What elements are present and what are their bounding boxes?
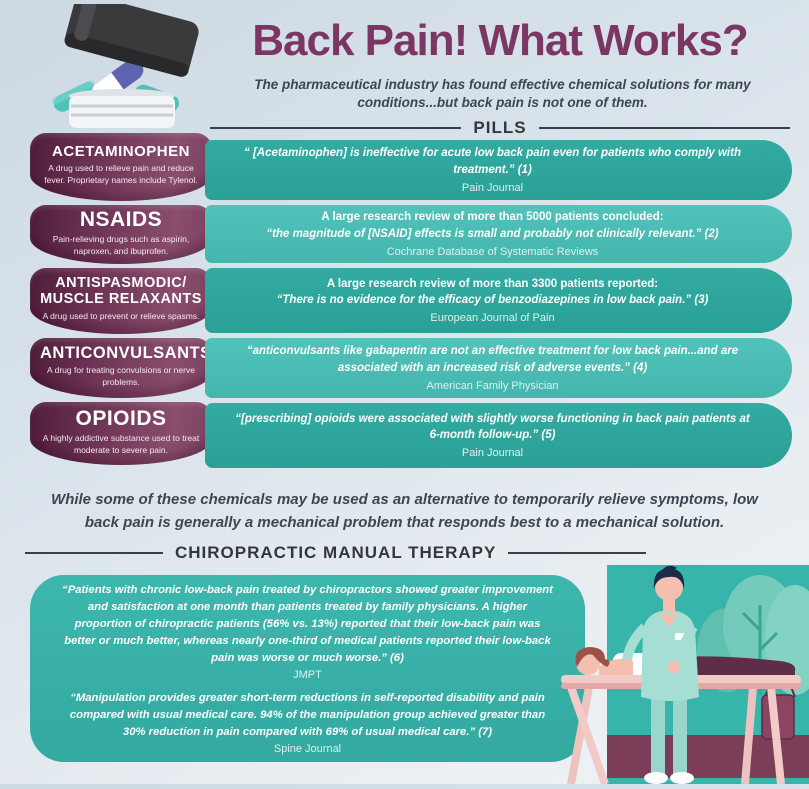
drug-name: ANTISPASMODIC/ MUSCLE RELAXANTS — [40, 275, 202, 308]
drug-name: NSAIDS — [79, 208, 163, 232]
pills-section-header: PILLS — [210, 118, 791, 138]
drug-name: ANTICONVULSANTS — [40, 344, 212, 363]
pills-section-title: PILLS — [473, 118, 527, 137]
quote-intro: A large research review of more than 330… — [326, 277, 659, 290]
drug-description: A drug used to prevent or relieve spasms… — [42, 311, 200, 321]
drug-name: ACETAMINOPHEN — [52, 142, 190, 160]
quote-text: “ [Acetaminophen] is ineffective for acu… — [244, 147, 741, 176]
bottle-segment-antispasmodic: ANTISPASMODIC/ MUSCLE RELAXANTS A drug u… — [30, 268, 212, 334]
drug-description: A drug for treating convulsions or nerve… — [47, 365, 195, 388]
page-subtitle: The pharmaceutical industry has found ef… — [254, 77, 751, 111]
divider-line — [538, 127, 791, 129]
chiro-quote-jmpt: “Patients with chronic low-back pain tre… — [60, 582, 555, 681]
quote-box-opioids: “[prescribing] opioids were associated w… — [205, 403, 792, 468]
pill-bottle: ACETAMINOPHEN A drug used to relieve pai… — [30, 133, 212, 465]
quote-source: Pain Journal — [461, 447, 524, 460]
chiropractor-treating-patient-icon — [561, 565, 809, 786]
chiropractic-section-title: CHIROPRACTIC MANUAL THERAPY — [175, 543, 497, 562]
quote-text: “Manipulation provides greater short-ter… — [69, 691, 546, 738]
quote-text: “Patients with chronic low-back pain tre… — [62, 584, 553, 664]
bottle-segment-anticonvulsants: ANTICONVULSANTS A drug for treating conv… — [30, 338, 212, 398]
quote-box-muscle-relaxants: A large research review of more than 330… — [205, 268, 792, 333]
quote-source: JMPT — [293, 668, 322, 681]
bottle-segment-acetaminophen: ACETAMINOPHEN A drug used to relieve pai… — [30, 133, 212, 201]
divider-line — [25, 552, 163, 554]
quote-source: Spine Journal — [273, 742, 342, 755]
drug-description: Pain-relieving drugs such as aspirin, na… — [52, 234, 190, 257]
quote-source: Cochrane Database of Systematic Reviews — [386, 245, 599, 258]
quote-box-acetaminophen: “ [Acetaminophen] is ineffective for acu… — [205, 140, 792, 200]
quote-text: “There is no evidence for the efficacy o… — [276, 294, 709, 307]
quote-source: Pain Journal — [461, 181, 524, 194]
pill-quotes-list: “ [Acetaminophen] is ineffective for acu… — [205, 140, 792, 468]
pill-bottle-cap-icon — [52, 0, 199, 128]
bottle-segment-nsaids: NSAIDS Pain-relieving drugs such as aspi… — [30, 205, 212, 264]
divider-line — [210, 127, 462, 129]
quote-text: “anticonvulsants like gabapentin are not… — [246, 345, 739, 374]
quote-text: “[prescribing] opioids were associated w… — [235, 412, 750, 442]
chiropractic-quotes-box: “Patients with chronic low-back pain tre… — [30, 575, 585, 762]
quote-box-nsaids: A large research review of more than 500… — [205, 205, 792, 263]
quote-intro: A large research review of more than 500… — [321, 211, 664, 224]
pill-bottle-cap-illustration — [18, 0, 208, 135]
drug-description: A drug used to relieve pain and reduce f… — [44, 163, 198, 186]
chiro-quote-spine-journal: “Manipulation provides greater short-ter… — [60, 690, 555, 755]
page-title: Back Pain! What Works? — [252, 16, 749, 65]
drug-description: A highly addictive substance used to tre… — [42, 433, 200, 456]
chiropractic-section-header: CHIROPRACTIC MANUAL THERAPY — [25, 543, 647, 563]
quote-text: “the magnitude of [NSAID] effects is sma… — [266, 227, 719, 240]
chiropractor-illustration — [555, 535, 809, 789]
transition-statement: While some of these chemicals may be use… — [51, 491, 758, 531]
quote-source: American Family Physician — [426, 379, 559, 392]
divider-line — [508, 552, 647, 554]
bottle-segment-opioids: OPIOIDS A highly addictive substance use… — [30, 402, 212, 465]
quote-source: European Journal of Pain — [430, 312, 555, 325]
drug-name: OPIOIDS — [75, 407, 167, 431]
quote-box-anticonvulsants: “anticonvulsants like gabapentin are not… — [205, 338, 792, 398]
